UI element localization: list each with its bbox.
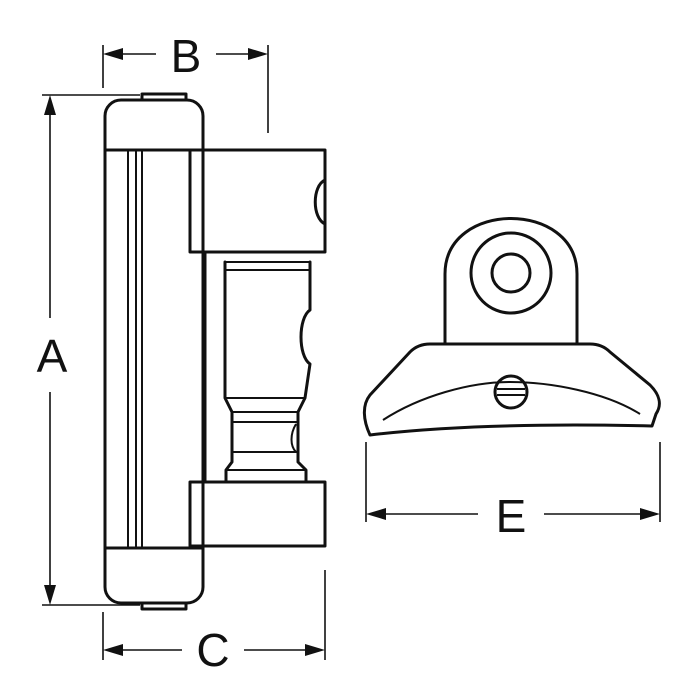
shaft [203, 250, 312, 484]
dimension-a-label: A [37, 330, 68, 382]
pivot-hole-inner [490, 252, 532, 294]
mount-ear [443, 217, 579, 346]
dimension-c: C [102, 570, 326, 676]
dimension-c-label: C [196, 624, 229, 676]
front-view [362, 217, 661, 437]
frame-body [103, 98, 205, 605]
dimension-a: A [37, 94, 140, 606]
pivot-hole-outer [469, 231, 553, 315]
dimension-e: E [365, 442, 661, 542]
clamp-base [362, 342, 661, 437]
dimension-e-label: E [496, 490, 527, 542]
upper-jaw [188, 148, 327, 254]
bottom-pin [140, 601, 188, 611]
top-pin [140, 92, 188, 102]
lower-jaw [188, 480, 327, 548]
base-inner-edge [382, 380, 641, 421]
screw-head [493, 374, 529, 410]
dimension-b: B [102, 30, 269, 133]
side-view [103, 92, 327, 611]
dimension-b-label: B [171, 30, 202, 82]
upper-jaw-notch [313, 178, 327, 226]
